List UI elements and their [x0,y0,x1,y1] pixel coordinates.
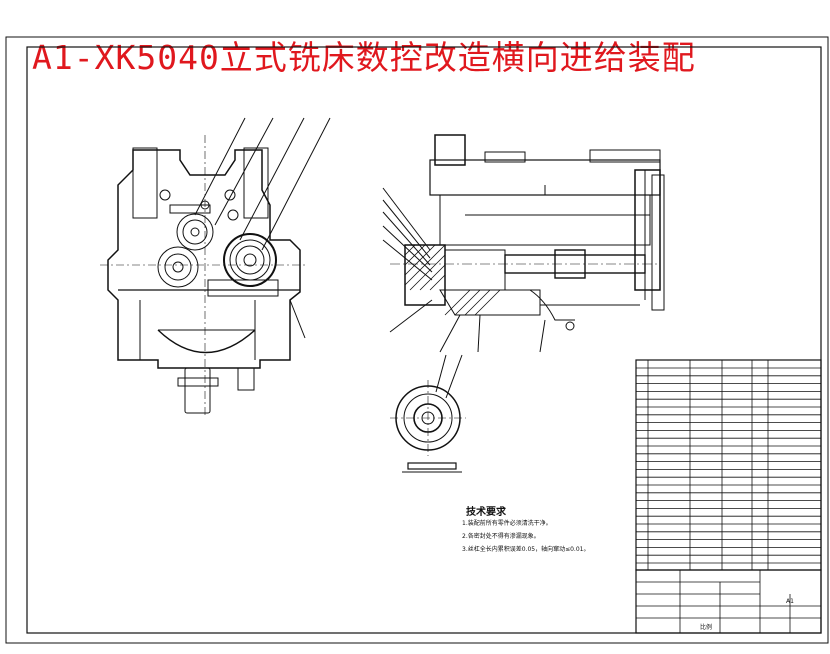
parts-list [635,359,822,571]
sheet-size: A1 [786,598,794,605]
technical-requirements-title: 技术要求 [466,507,506,518]
technical-requirement-3: 3.丝杠全长内累积误差0.05，轴向窜动≤0.01。 [462,546,590,553]
sheet-border [5,36,829,644]
scale-label: 比例 [700,624,713,631]
section-view [382,134,665,353]
drawing-title: A1-XK5040立式铣床数控改造横向进给装配 [32,38,704,78]
inner-frame [26,46,822,634]
technical-requirement-1: 1.装配前所有零件必须清洗干净。 [462,520,552,527]
technical-requirement-2: 2.各密封处不得有渗漏现象。 [462,533,540,540]
front-view [100,117,331,415]
title-block [635,569,822,634]
detail-view [390,354,466,473]
